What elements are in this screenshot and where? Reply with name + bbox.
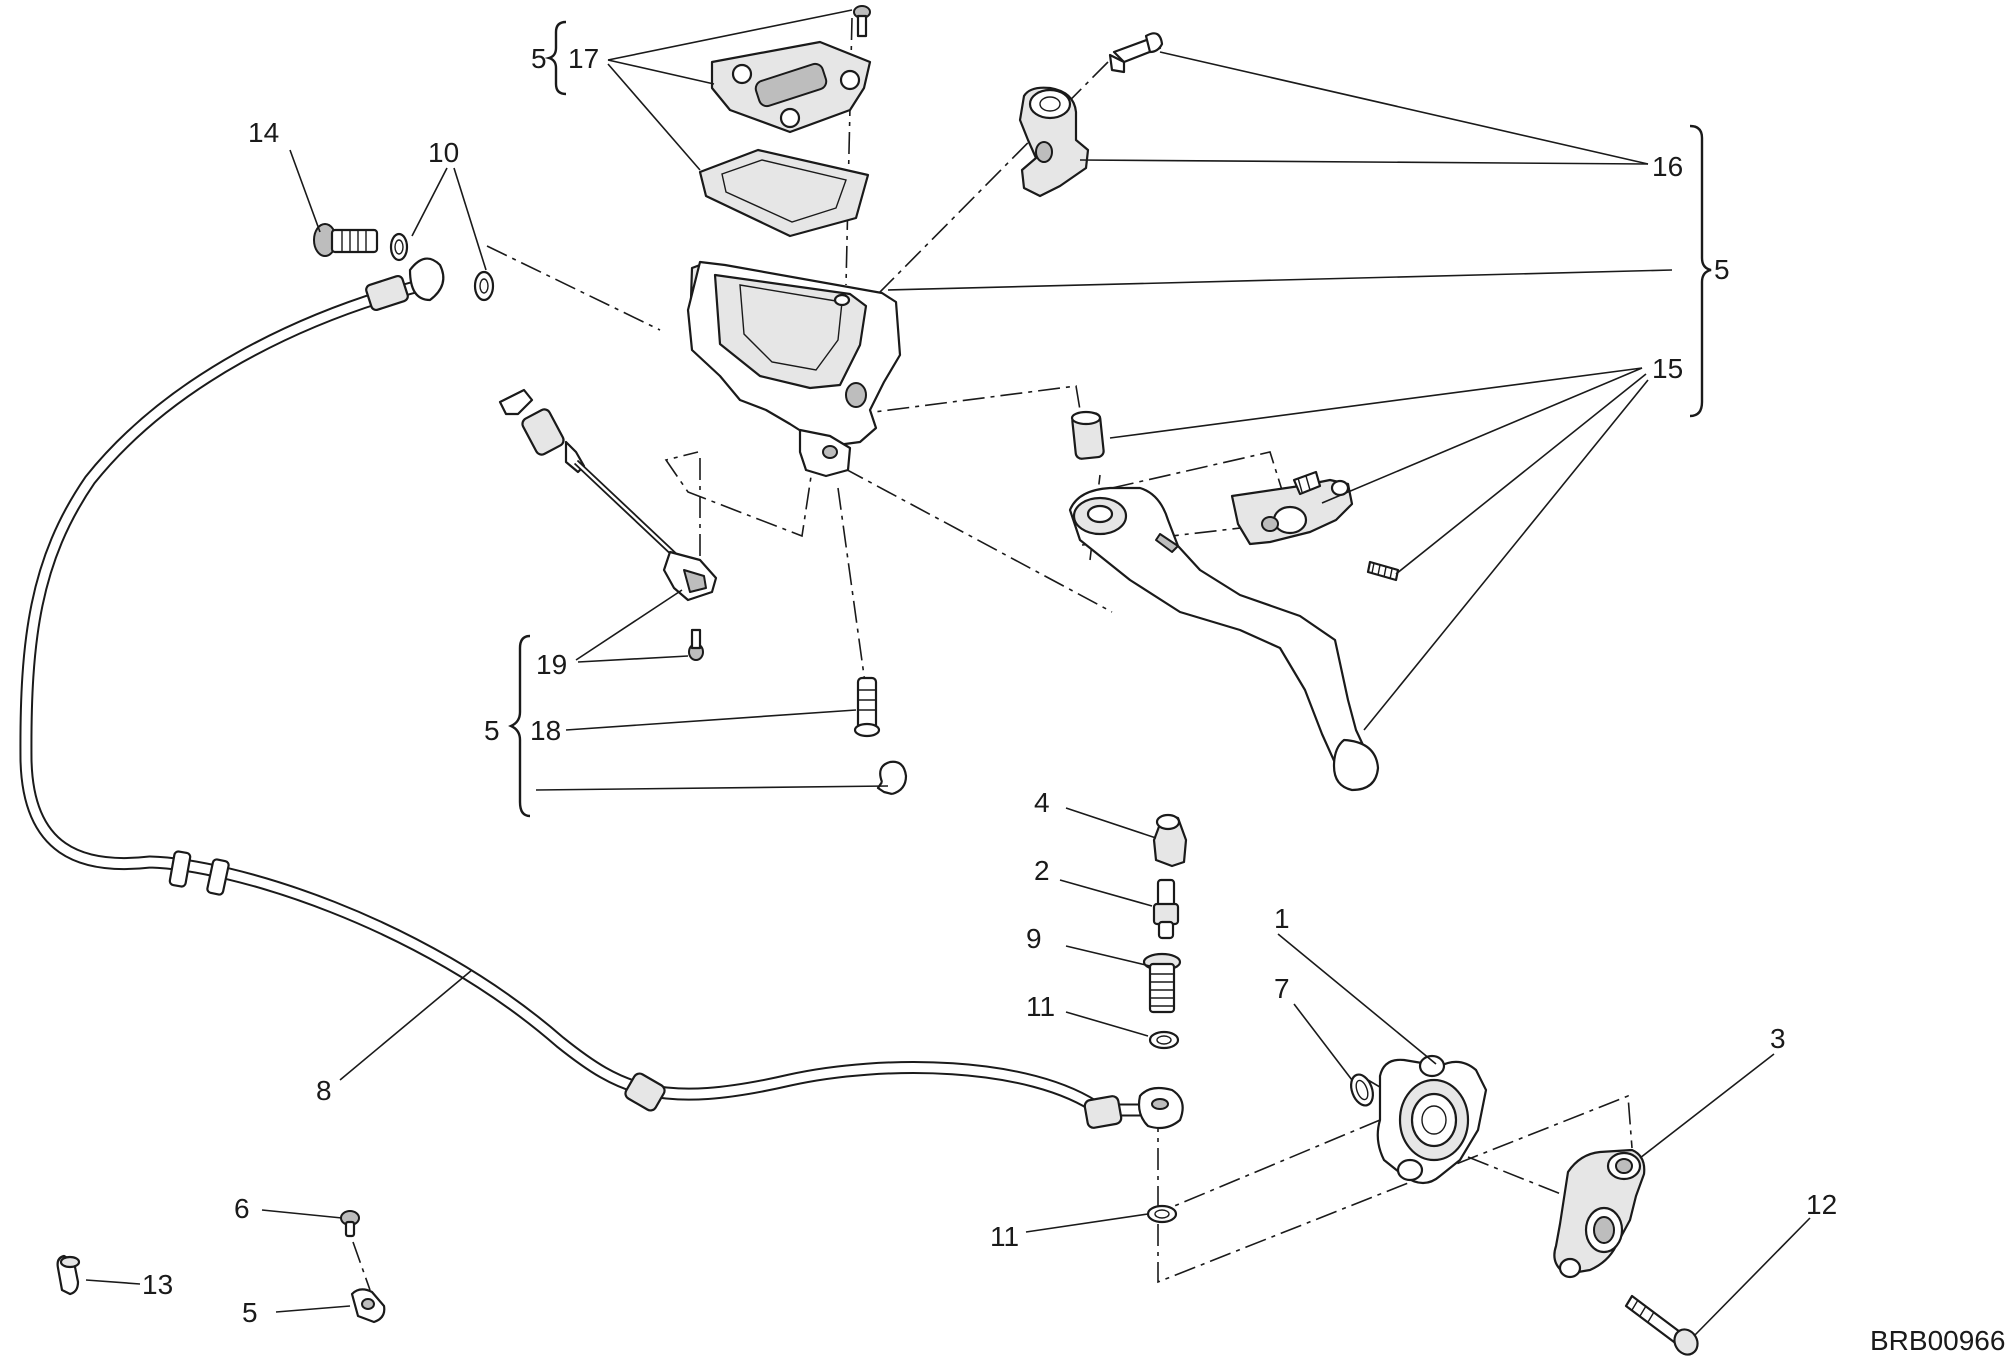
part-17-circlip	[876, 760, 908, 796]
part-9-screw	[340, 1210, 360, 1238]
part-18-cover-screw	[853, 5, 871, 38]
drawing-code: BRB00966	[1870, 1325, 2005, 1356]
callout-19: 19	[536, 649, 567, 680]
brace-reservoir-cover	[544, 20, 567, 96]
callout-8: 7	[1274, 973, 1290, 1004]
part-17-pivot-pin	[853, 676, 881, 738]
part-15-adjuster-spring	[1366, 560, 1400, 582]
callout-5-pin: 5	[484, 715, 500, 746]
part-8-o-ring	[1350, 1073, 1374, 1107]
part-1-spacer-plate	[1376, 1054, 1488, 1185]
callout-5-master: 5	[1714, 254, 1730, 285]
callout-12: 12	[1806, 1189, 1837, 1220]
part-19-switch-screw	[688, 628, 704, 661]
part-11-washer-upper	[1148, 1030, 1180, 1050]
callout-11-top: 10	[428, 137, 459, 168]
part-5-master-cylinder-body	[686, 260, 902, 478]
banjo-hose-end	[1137, 1086, 1184, 1130]
callout-18: 17	[568, 43, 599, 74]
leader-lines	[85, 9, 1811, 1337]
callout-14: 14	[248, 117, 279, 148]
callout-6: 5	[242, 1297, 258, 1328]
callout-4: 4	[1034, 787, 1050, 818]
callout-11-lower: 11	[990, 1221, 1019, 1252]
part-4-bleeder-cap	[1152, 813, 1188, 868]
callout-labels: 5 17 14 10 16 5 15 19 5 18 4 2 9 11 1 7 …	[142, 43, 2005, 1356]
part-11-washer-top-right	[473, 270, 495, 302]
part-18-reservoir-gasket	[698, 148, 870, 238]
part-6-hose-clip	[350, 1288, 386, 1324]
part-15-lever-bushing	[1070, 410, 1105, 460]
brace-master-cylinder	[1689, 124, 1712, 418]
part-14-banjo-bolt	[313, 223, 379, 257]
part-11-washer-top-left	[389, 232, 409, 262]
part-11-washer-lower	[1146, 1204, 1178, 1224]
callout-10: 9	[1026, 923, 1042, 954]
callout-15: 15	[1652, 353, 1683, 384]
part-15-lever-adjuster	[1230, 470, 1354, 546]
brace-screw-pin	[508, 634, 531, 818]
part-16-handlebar-clamp	[1018, 86, 1090, 198]
part-10-banjo-bolt	[1142, 952, 1182, 1014]
callout-2: 2	[1034, 855, 1050, 886]
callout-11-upper: 11	[1026, 991, 1055, 1022]
callout-13: 13	[142, 1269, 173, 1300]
callout-9: 6	[234, 1193, 250, 1224]
part-12-bolt	[1624, 1294, 1699, 1356]
part-2-bleeder-valve	[1152, 878, 1180, 940]
callout-17: 18	[530, 715, 561, 746]
part-15-brake-lever	[1068, 486, 1380, 792]
part-19-brake-switch	[498, 388, 718, 602]
hydraulic-hose	[19, 257, 1169, 1129]
part-3-slave-cylinder	[1553, 1148, 1646, 1279]
callout-16: 16	[1652, 151, 1683, 182]
callout-3: 3	[1770, 1023, 1786, 1054]
callout-7: 8	[316, 1075, 332, 1106]
part-18-reservoir-cover	[710, 40, 872, 134]
part-13-hose-clamp	[56, 1254, 81, 1296]
callout-5-reservoir: 5	[531, 43, 547, 74]
callout-1: 1	[1274, 903, 1290, 934]
part-16-clamp-bolt	[1108, 32, 1164, 74]
